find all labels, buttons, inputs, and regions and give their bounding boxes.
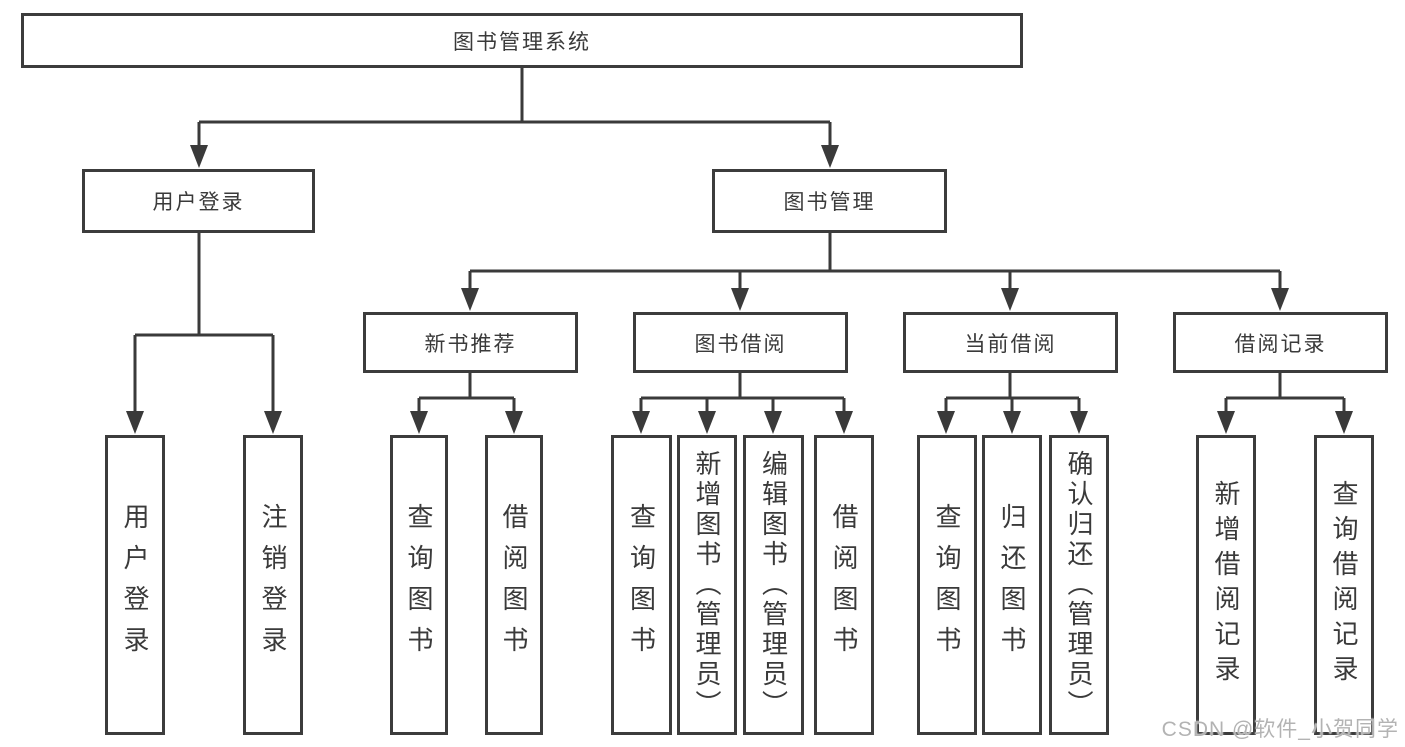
node-label: 用户登录 <box>152 191 245 214</box>
node-current-borrow: 当前借阅 <box>903 312 1118 373</box>
node-label: 查询图书 <box>932 503 962 667</box>
node-borrow-records: 借阅记录 <box>1173 312 1388 373</box>
watermark: CSDN @软件_小贺同学 <box>1161 718 1399 741</box>
leaf-borrow-books-recommend: 借阅图书 <box>485 435 543 735</box>
leaf-add-book-admin: 新增图书（管理员） <box>677 435 737 735</box>
leaf-edit-book-admin: 编辑图书（管理员） <box>743 435 804 735</box>
leaf-logout: 注销登录 <box>243 435 303 735</box>
node-user-login: 用户登录 <box>82 169 315 233</box>
leaf-confirm-return-admin: 确认归还（管理员） <box>1049 435 1109 735</box>
node-book-management: 图书管理 <box>712 169 947 233</box>
node-label: 图书管理系统 <box>453 30 591 54</box>
node-label: 查询图书 <box>626 503 657 667</box>
node-book-borrow: 图书借阅 <box>633 312 848 373</box>
leaf-borrow-books: 借阅图书 <box>814 435 874 735</box>
node-label: 查询借阅记录 <box>1329 480 1359 690</box>
node-label: 查询图书 <box>404 503 434 667</box>
node-label: 图书管理 <box>783 191 876 214</box>
node-label: 新增图书（管理员） <box>692 450 722 720</box>
node-label: 当前借阅 <box>964 332 1057 356</box>
leaf-query-borrow-record: 查询借阅记录 <box>1314 435 1374 735</box>
connector-paths <box>133 68 1346 414</box>
node-label: 图书借阅 <box>694 332 787 356</box>
node-label: 新书推荐 <box>424 332 517 356</box>
node-label: 借阅记录 <box>1234 332 1327 356</box>
node-label: 编辑图书（管理员） <box>758 450 789 720</box>
leaf-query-books-recommend: 查询图书 <box>390 435 448 735</box>
node-label: 新增借阅记录 <box>1211 480 1241 690</box>
node-label: 确认归还（管理员） <box>1064 450 1094 720</box>
node-new-book-recommend: 新书推荐 <box>363 312 578 373</box>
leaf-add-borrow-record: 新增借阅记录 <box>1196 435 1256 735</box>
leaf-query-books-borrow: 查询图书 <box>611 435 672 735</box>
node-label: 用户登录 <box>120 503 150 667</box>
node-label: 注销登录 <box>258 503 288 667</box>
leaf-user-login: 用户登录 <box>105 435 165 735</box>
node-label: 借阅图书 <box>829 503 859 667</box>
node-label: 归还图书 <box>997 503 1027 667</box>
node-root: 图书管理系统 <box>21 13 1023 68</box>
leaf-return-book: 归还图书 <box>982 435 1042 735</box>
node-label: 借阅图书 <box>499 503 529 667</box>
leaf-query-books-current: 查询图书 <box>917 435 977 735</box>
